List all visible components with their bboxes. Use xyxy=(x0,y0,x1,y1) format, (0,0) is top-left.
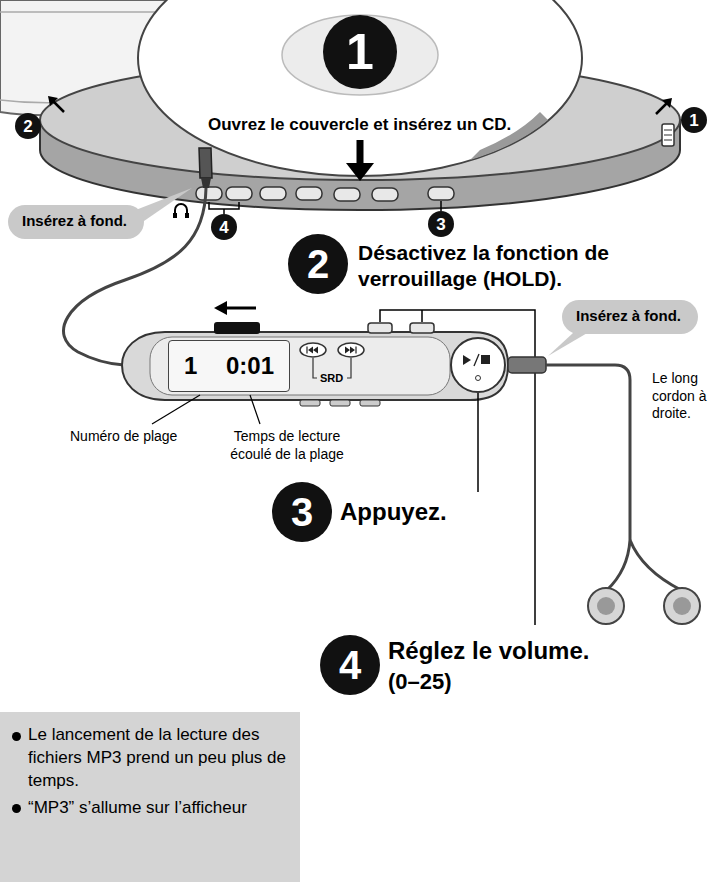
remote-button xyxy=(330,400,350,406)
button-group-label: SRD xyxy=(320,372,343,386)
node-text: Insérez à fond. xyxy=(22,212,130,230)
headphone-plug xyxy=(199,148,212,178)
number-text: 1 xyxy=(689,112,698,129)
number-text: 3 xyxy=(436,216,445,233)
step-number: 3 xyxy=(272,482,332,542)
headphone-symbol xyxy=(173,213,177,218)
bullet-item: “MP3” s’allume sur l’afficheur xyxy=(12,797,290,820)
leader-line xyxy=(152,395,200,424)
number-text: 2 xyxy=(307,244,329,284)
latch-arrow-head xyxy=(662,98,672,108)
skip-forward-icon xyxy=(345,347,355,354)
callout-number: 4 xyxy=(211,214,237,240)
lcd-display: 1 0:01 xyxy=(168,340,290,392)
number-text: 2 xyxy=(23,118,32,135)
volume-bracket xyxy=(209,202,239,214)
player-button xyxy=(226,187,252,200)
skip-button xyxy=(338,343,364,357)
remote-button xyxy=(300,400,320,406)
callout-number: 1 xyxy=(681,107,707,133)
leader-line xyxy=(250,395,260,424)
jack-arrow-head xyxy=(48,96,58,106)
node-text: 1 0:01 xyxy=(184,352,274,380)
hold-arrow xyxy=(224,307,256,310)
note-text: “MP3” s’allume sur l’afficheur xyxy=(28,797,290,820)
cord-note: Le long cordon à droite. xyxy=(652,370,716,423)
earbud xyxy=(588,588,624,624)
insert-arrow-head xyxy=(346,163,374,181)
hold-switch xyxy=(214,322,260,334)
lid-latch xyxy=(662,124,674,146)
player-button xyxy=(334,188,360,201)
play-icon xyxy=(474,354,479,366)
callout-number: 2 xyxy=(15,113,41,139)
step-number: 4 xyxy=(320,635,380,695)
number-text: 4 xyxy=(219,219,228,236)
step-number: 1 xyxy=(323,15,397,89)
leader-line xyxy=(477,393,479,492)
skip-button xyxy=(300,343,326,357)
player-button xyxy=(196,187,222,200)
volume-button xyxy=(368,323,392,333)
number-text: 4 xyxy=(339,645,361,685)
earphone-cord xyxy=(546,365,630,540)
player-button xyxy=(260,187,286,200)
node-text: Insérez à fond. xyxy=(576,307,684,325)
bullet-dot xyxy=(12,804,21,813)
number-text: 1 xyxy=(346,27,374,77)
insert-arrow xyxy=(357,140,364,166)
note-text: Le lancement de la lecture des fichiers … xyxy=(28,724,290,793)
latch-ribs xyxy=(664,130,672,140)
player-button xyxy=(372,188,398,201)
skip-forward-icon xyxy=(355,347,356,354)
headphone-symbol xyxy=(185,213,189,218)
step-instruction: Réglez le volume. xyxy=(388,636,589,666)
skip-back-icon xyxy=(306,347,307,354)
earbud xyxy=(664,588,700,624)
remote-panel xyxy=(150,337,450,395)
play-icon xyxy=(463,355,471,365)
leader-line xyxy=(440,201,442,211)
volume-button xyxy=(410,323,434,333)
disc-hub xyxy=(282,15,438,95)
play-stop-button xyxy=(451,338,505,392)
step-instruction: Appuyez. xyxy=(340,497,447,527)
bullet-dot xyxy=(12,732,21,741)
player-buttons xyxy=(196,187,454,201)
earphone-plug xyxy=(508,357,546,373)
callout-number: 3 xyxy=(428,211,454,237)
note-box: Le lancement de la lecture des fichiers … xyxy=(0,712,300,882)
callout-bubble: Insérez à fond. xyxy=(562,300,698,334)
number-text: 3 xyxy=(291,492,313,532)
earbud xyxy=(673,597,691,615)
step-number: 2 xyxy=(288,234,348,294)
earbud xyxy=(597,597,615,615)
plug-collar xyxy=(201,178,211,188)
callout-bubble: Insérez à fond. xyxy=(8,205,144,239)
player-button xyxy=(296,187,322,200)
step-instruction: Désactivez la fonction de verrouillage (… xyxy=(358,240,708,293)
skip-back-icon xyxy=(308,347,318,354)
remote-button xyxy=(360,400,380,406)
earphone-cord xyxy=(607,540,681,590)
volume-range: (0–25) xyxy=(388,668,452,696)
step-instruction: Ouvrez le couvercle et insérez un CD. xyxy=(208,114,511,135)
stop-icon xyxy=(481,355,490,364)
player-button xyxy=(428,187,454,200)
remote-body xyxy=(122,332,508,400)
bullet-item: Le lancement de la lecture des fichiers … xyxy=(12,724,290,793)
display-label: Numéro de plage xyxy=(70,428,177,446)
hold-arrow-head xyxy=(214,301,227,315)
play-led xyxy=(476,376,481,381)
display-label: Temps de lecture écoulé de la plage xyxy=(212,428,362,463)
